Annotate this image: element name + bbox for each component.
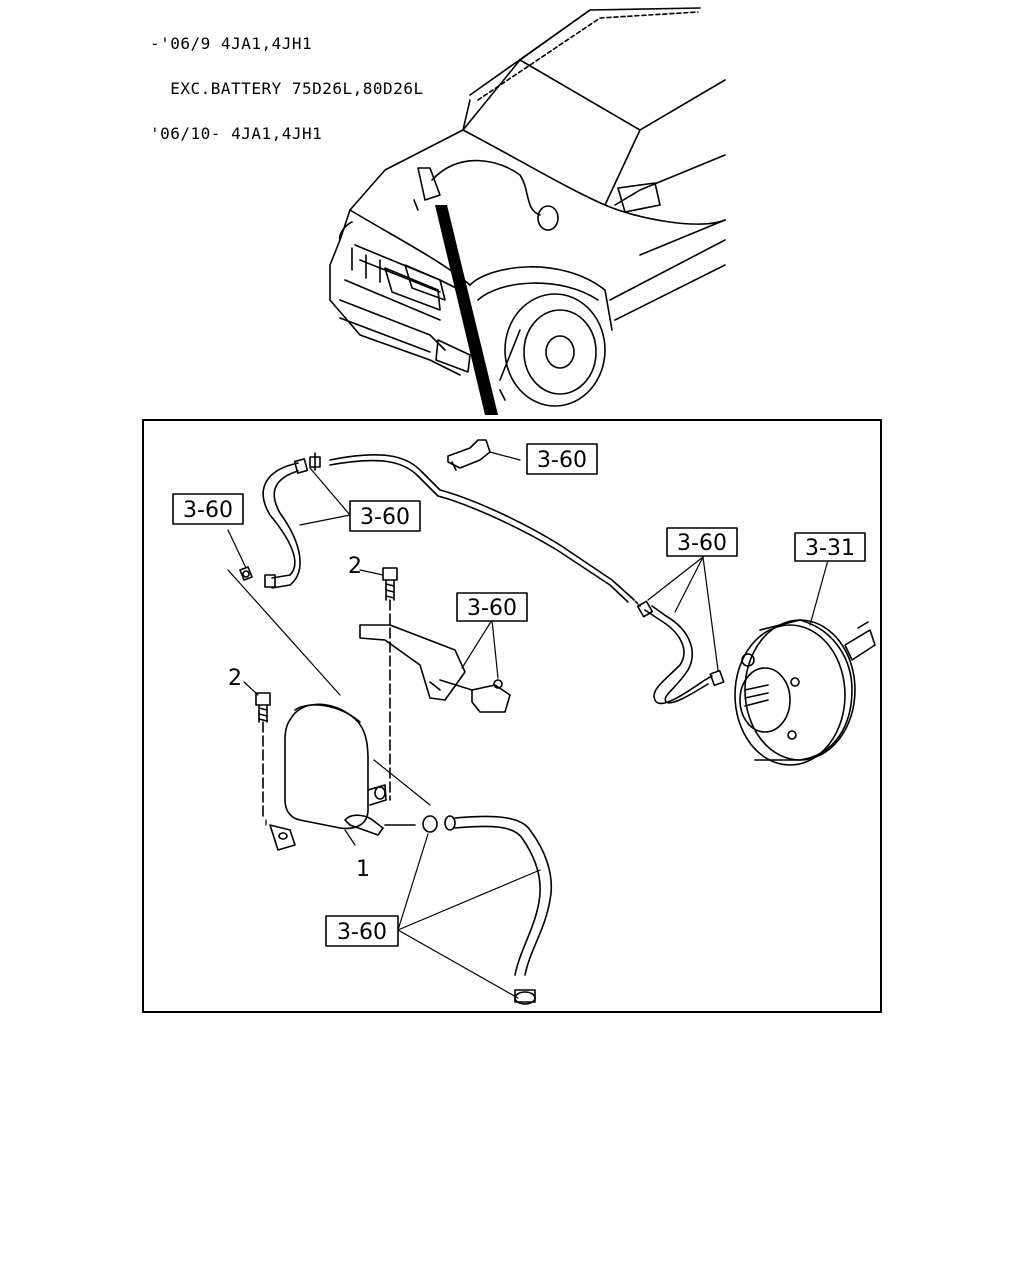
applicability-notes: -'06/9 4JA1,4JH1 EXC.BATTERY 75D26L,80D2… [150, 6, 424, 156]
booster-hose [636, 600, 725, 705]
ref-box-pipe-end[interactable]: 3-60 [666, 527, 738, 557]
hose-clamp-icon [239, 566, 253, 581]
check-valve-icon [309, 452, 321, 471]
svg-text:3-60: 3-60 [337, 920, 387, 945]
part-number-bolt-lower: 2 [228, 666, 242, 691]
ref-box-upper-hose[interactable]: 3-60 [349, 500, 421, 532]
detail-frame [142, 419, 882, 1013]
bolt-icon [255, 692, 271, 821]
note-line-1: -'06/9 4JA1,4JH1 [150, 34, 313, 53]
ref-box-booster[interactable]: 3-31 [794, 532, 866, 562]
leader-lines [227, 451, 829, 999]
ref-box-top-clip[interactable]: 3-60 [526, 443, 598, 475]
ref-box-left-clamp[interactable]: 3-60 [172, 493, 244, 525]
bolt-icon [382, 567, 398, 801]
ref-box-bracket[interactable]: 3-60 [456, 592, 528, 622]
svg-text:3-60: 3-60 [677, 531, 727, 556]
vacuum-pipe [329, 454, 641, 607]
svg-text:3-60: 3-60 [467, 596, 517, 621]
part-number-bolt-upper: 2 [348, 554, 362, 579]
upper-hose [262, 458, 309, 589]
note-line-3: '06/10- 4JA1,4JH1 [150, 124, 323, 143]
vacuum-tank-icon [269, 703, 387, 851]
ref-box-lower-hose[interactable]: 3-60 [325, 915, 399, 947]
vehicle-illustration [329, 7, 726, 415]
brake-booster-icon [734, 619, 876, 766]
svg-text:3-60: 3-60 [183, 498, 233, 523]
svg-text:3-60: 3-60 [537, 448, 587, 473]
bracket [359, 624, 511, 713]
svg-text:3-60: 3-60 [360, 505, 410, 530]
note-line-2: EXC.BATTERY 75D26L,80D26L [150, 79, 424, 98]
part-number-tank: 1 [356, 857, 370, 882]
svg-text:3-31: 3-31 [805, 536, 855, 561]
lower-hose [384, 815, 553, 1005]
hose-clip-icon [447, 439, 491, 471]
